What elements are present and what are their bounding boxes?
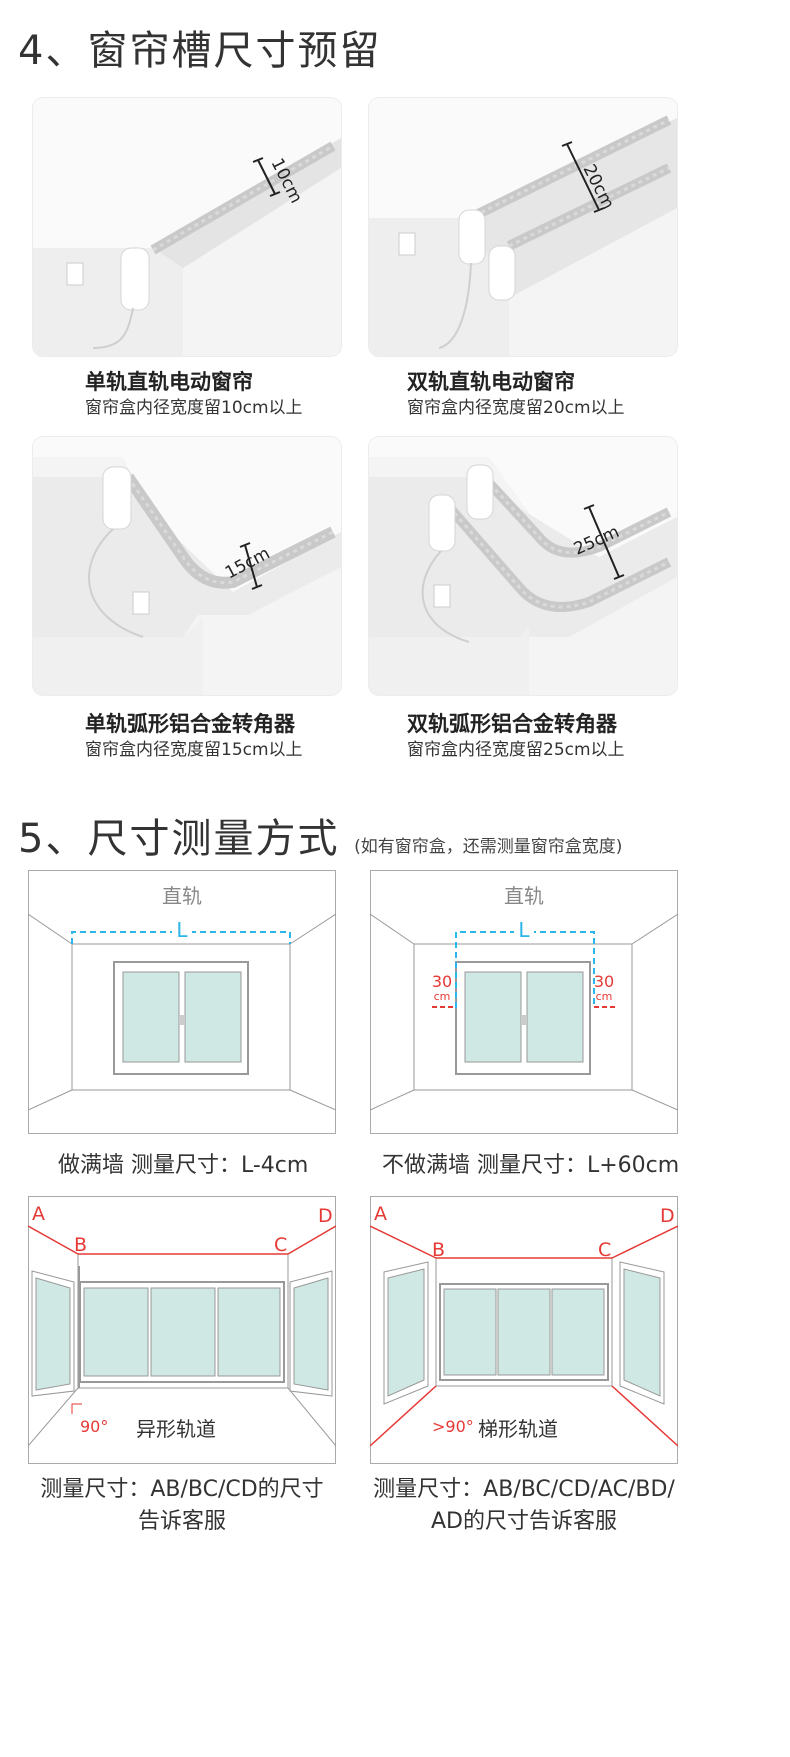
full-wall-label-l: L bbox=[176, 918, 188, 942]
trapezoid-label-d: D bbox=[660, 1205, 675, 1227]
card-1-title: 单轨直轨电动窗帘 bbox=[85, 370, 253, 394]
card-3-subtitle: 窗帘盒内径宽度留15cm以上 bbox=[85, 740, 303, 760]
trapezoid-caption: 测量尺寸：AB/BC/CD/AC/BD/ AD的尺寸告诉客服 bbox=[370, 1474, 678, 1538]
card-2-subtitle: 窗帘盒内径宽度留20cm以上 bbox=[407, 398, 625, 418]
section-5-title: 5、尺寸测量方式 (如有窗帘盒，还需测量窗帘盒宽度) bbox=[18, 806, 622, 864]
trapezoid-label-c: C bbox=[598, 1239, 611, 1261]
trapezoid-track-name: 梯形轨道 bbox=[478, 1417, 558, 1441]
section-5-note: (如有窗帘盒，还需测量窗帘盒宽度) bbox=[354, 837, 623, 857]
irregular-caption-line-2: 告诉客服 bbox=[137, 1509, 226, 1534]
card-4-subtitle: 窗帘盒内径宽度留25cm以上 bbox=[407, 740, 625, 760]
not-full-wall-diagram: L 30 cm 30 cm 直轨 bbox=[370, 870, 678, 1134]
irregular-angle: 90° bbox=[80, 1417, 108, 1436]
full-wall-title: 直轨 bbox=[162, 884, 202, 908]
card-2-title: 双轨直轨电动窗帘 bbox=[407, 370, 575, 394]
trapezoid-track-diagram: A B C D >90° 梯形轨道 bbox=[370, 1196, 678, 1464]
irregular-label-c: C bbox=[274, 1234, 287, 1256]
card-3-title: 单轨弧形铝合金转角器 bbox=[85, 712, 295, 736]
double-curved-track-photo: 25cm bbox=[369, 437, 677, 695]
trapezoid-label-a: A bbox=[374, 1203, 387, 1225]
irregular-caption: 测量尺寸：AB/BC/CD的尺寸 告诉客服 bbox=[28, 1474, 336, 1538]
left-offset-unit: cm bbox=[434, 990, 451, 1003]
full-wall-diagram: L 直轨 bbox=[28, 870, 336, 1134]
irregular-caption-line-1: 测量尺寸：AB/BC/CD的尺寸 bbox=[40, 1477, 324, 1502]
right-offset-value: 30 bbox=[594, 972, 614, 991]
section-5-title-text: 5、尺寸测量方式 bbox=[18, 816, 340, 862]
card-4-title: 双轨弧形铝合金转角器 bbox=[407, 712, 617, 736]
trapezoid-label-b: B bbox=[432, 1239, 445, 1261]
irregular-label-b: B bbox=[74, 1234, 87, 1256]
irregular-track-diagram: A B C D 90° 异形轨道 bbox=[28, 1196, 336, 1464]
full-wall-caption: 做满墙 测量尺寸：L-4cm bbox=[58, 1153, 309, 1178]
single-straight-track-photo: 10cm bbox=[33, 98, 341, 356]
trapezoid-caption-line-1: 测量尺寸：AB/BC/CD/AC/BD/ bbox=[373, 1477, 675, 1502]
not-full-wall-title: 直轨 bbox=[504, 884, 544, 908]
single-curved-track-photo: 15cm bbox=[33, 437, 341, 695]
card-1-subtitle: 窗帘盒内径宽度留10cm以上 bbox=[85, 398, 303, 418]
not-full-wall-label-l: L bbox=[518, 918, 530, 942]
double-straight-track-photo: 20cm bbox=[369, 98, 677, 356]
irregular-label-d: D bbox=[318, 1205, 333, 1227]
right-offset-unit: cm bbox=[596, 990, 613, 1003]
section-4-title: 4、窗帘槽尺寸预留 bbox=[18, 28, 382, 74]
irregular-label-a: A bbox=[32, 1203, 45, 1225]
trapezoid-angle: >90° bbox=[432, 1417, 474, 1436]
left-offset-value: 30 bbox=[432, 972, 452, 991]
not-full-wall-caption: 不做满墙 测量尺寸：L+60cm bbox=[382, 1153, 680, 1178]
trapezoid-caption-line-2: AD的尺寸告诉客服 bbox=[431, 1509, 617, 1534]
irregular-track-name: 异形轨道 bbox=[136, 1417, 216, 1441]
